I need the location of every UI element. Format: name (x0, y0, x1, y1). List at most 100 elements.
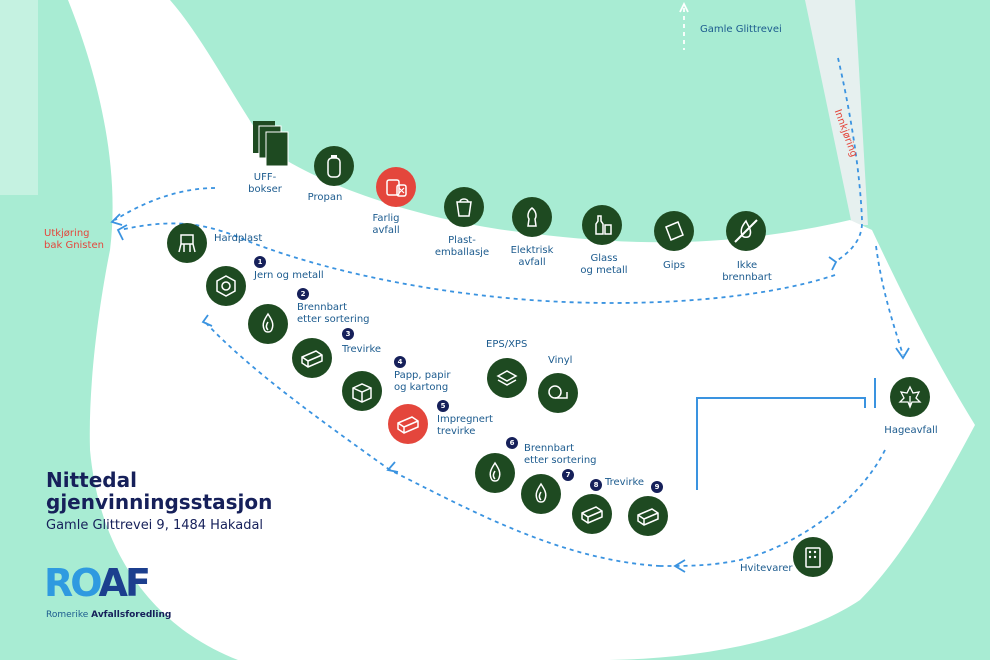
logo-tag-2: Avfallsforedling (91, 610, 172, 620)
station-number-7: 7 (562, 469, 574, 481)
station-label-hvitevarer: Hvitevarer (740, 563, 793, 574)
station-label-farlig: Farlig avfall (372, 213, 400, 236)
station-plastemballasje[interactable] (444, 187, 484, 227)
container-frame (696, 397, 866, 490)
station-label-elektrisk: Elektrisk avfall (510, 245, 554, 268)
station-label-jern: Jern og metall (254, 270, 324, 281)
station-brennbart-3[interactable] (521, 474, 561, 514)
station-papp-papir-kartong[interactable] (342, 371, 382, 411)
station-brennbart-1[interactable] (248, 304, 288, 344)
station-hageavfall[interactable] (890, 377, 930, 417)
treated-wood-icon (397, 416, 419, 434)
station-label-hardplast: Hardplast (214, 233, 263, 244)
page-title: Nittedal gjenvinningsstasjon (46, 469, 272, 513)
station-trevirke-2[interactable] (572, 494, 612, 534)
logo-tagline: Romerike Avfallsforedling (46, 610, 171, 620)
station-farlig-avfall[interactable] (376, 167, 416, 207)
station-label-vinyl: Vinyl (548, 355, 573, 366)
station-label-gips: Gips (662, 260, 686, 271)
flame-icon (535, 482, 547, 503)
glass-bottle-icon (595, 215, 612, 235)
electrical-waste-icon (527, 207, 537, 227)
hazardous-waste-icon (386, 179, 407, 197)
arrowhead-garden (895, 347, 910, 360)
uff-boxes-icon (252, 120, 292, 168)
metal-nut-icon (216, 275, 236, 297)
access-road (805, 0, 868, 225)
traffic-paths (114, 8, 904, 567)
station-label-trevirke-2: Trevirke (605, 477, 645, 488)
station-hardplast[interactable] (167, 223, 207, 263)
station-label-ikke-brennbart: Ikke brennbart (722, 260, 772, 283)
flame-icon (262, 312, 274, 333)
station-elektrisk-avfall[interactable] (512, 197, 552, 237)
station-number-9: 9 (651, 481, 663, 493)
non-combustible-icon (734, 219, 758, 243)
station-label-hageavfall: Hageavfall (884, 425, 938, 436)
station-vinyl[interactable] (538, 373, 578, 413)
station-label-impregnert: Impregnert trevirke (437, 414, 493, 437)
station-number-8: 8 (590, 479, 602, 491)
station-label-brennbart-2: Brennbart etter sortering (524, 443, 597, 466)
station-label-glass: Glass og metall (580, 253, 628, 276)
station-jern-og-metall[interactable] (206, 266, 246, 306)
station-number-4: 4 (394, 356, 406, 368)
station-gips[interactable] (654, 211, 694, 251)
title-line-2: gjenvinningsstasjon (46, 490, 273, 514)
road-label: Gamle Glittrevei (700, 24, 782, 35)
logo-af: AF (98, 561, 151, 605)
arrowhead-exit (110, 213, 123, 226)
path-lower-middle (389, 469, 661, 567)
station-lot (68, 0, 975, 660)
path-to-garden (875, 245, 904, 356)
exit-label: Utkjøring bak Gnisten (44, 228, 104, 251)
vinyl-roll-icon (548, 385, 568, 399)
logo-tag-1: Romerike (46, 610, 89, 620)
station-number-1: 1 (254, 256, 266, 268)
map-area-left (0, 0, 38, 195)
station-label-propan: Propan (307, 192, 343, 203)
station-impregnert-trevirke[interactable] (388, 404, 428, 444)
path-arrowheads (110, 213, 910, 573)
station-label-plast: Plast- emballasje (434, 235, 490, 258)
station-label-papp: Papp, papir og kartong (394, 370, 451, 393)
station-trevirke-1[interactable] (292, 338, 332, 378)
leaf-icon (898, 385, 922, 409)
white-goods-icon (805, 547, 821, 568)
station-label-uff: UFF- bokser (248, 172, 282, 195)
path-top-exit (114, 187, 216, 221)
path-lower-left (204, 321, 391, 471)
station-hvitevarer[interactable] (793, 537, 833, 577)
address: Gamle Glittrevei 9, 1484 Hakadal (46, 518, 264, 533)
station-number-6: 6 (506, 437, 518, 449)
station-eps-xps[interactable] (487, 358, 527, 398)
arrowhead-upper (116, 224, 128, 241)
station-number-5: 5 (437, 400, 449, 412)
flame-icon (489, 461, 501, 482)
plastic-packaging-icon (456, 198, 472, 217)
wood-plank-icon (637, 508, 659, 526)
station-brennbart-2[interactable] (475, 453, 515, 493)
logo-ro: RO (44, 561, 102, 605)
gas-cylinder-icon (327, 155, 341, 178)
arrowhead-road (679, 1, 689, 13)
eps-foam-icon (496, 370, 518, 386)
arrowhead-entry (828, 256, 838, 271)
roaf-logo: ROAF (44, 561, 151, 605)
station-ikke-brennbart[interactable] (726, 211, 766, 251)
arrowhead-lower-left (201, 314, 213, 327)
path-bottom-right (659, 449, 886, 567)
station-glass-og-metall[interactable] (582, 205, 622, 245)
plasterboard-icon (665, 221, 684, 241)
station-trevirke-3[interactable] (628, 496, 668, 536)
station-label-trevirke-1: Trevirke (342, 344, 382, 355)
station-propan[interactable] (314, 146, 354, 186)
wood-plank-icon (581, 506, 603, 524)
plastic-chair-icon (178, 234, 196, 253)
station-label-brennbart-1: Brennbart etter sortering (297, 302, 370, 325)
arrowhead-lower-middle (386, 461, 399, 473)
station-number-3: 3 (342, 328, 354, 340)
path-entry (834, 57, 863, 263)
